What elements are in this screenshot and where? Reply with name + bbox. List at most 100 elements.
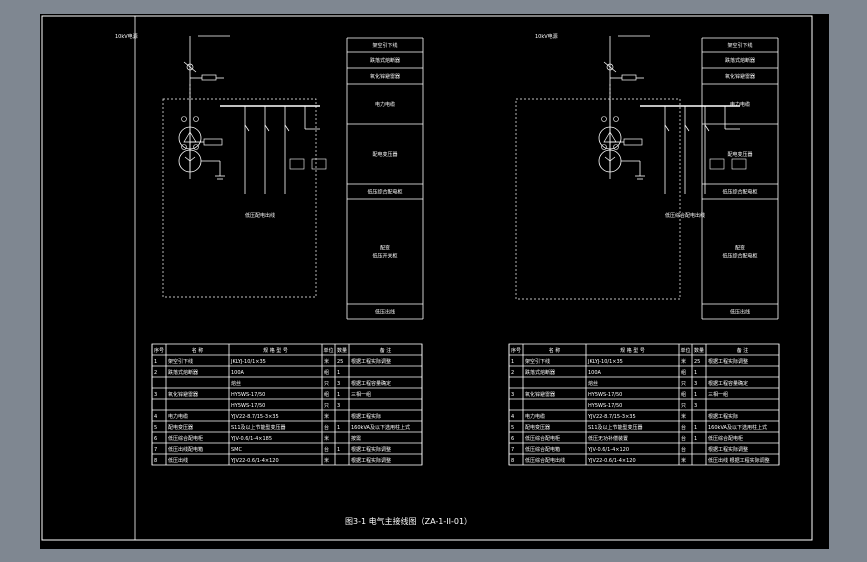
table-cell: 架空引下线 bbox=[525, 358, 550, 365]
table-cell: 7 bbox=[154, 447, 157, 453]
table-cell: 跌落式熔断器 bbox=[525, 369, 555, 376]
equipment-label: 低压出线 bbox=[730, 309, 750, 316]
table-cell: 3 bbox=[337, 381, 340, 387]
right-diagram: 10kV电源低压综合配电出线架空引下线跌落式熔断器氧化锌避雷器电力电缆配电变压器… bbox=[515, 33, 779, 320]
table-cell: 台 bbox=[324, 446, 329, 453]
table-cell: 台 bbox=[681, 446, 686, 453]
table-cell: 组 bbox=[324, 391, 329, 398]
table-header: 备 注 bbox=[737, 347, 749, 354]
equipment-label: 架空引下线 bbox=[372, 42, 397, 49]
label-line: 低压出线 bbox=[375, 309, 395, 316]
label-line: 氧化锌避雷器 bbox=[370, 73, 400, 80]
equipment-label: 低压综合配电柜 bbox=[722, 189, 757, 196]
equipment-label: 低压综合配电柜 bbox=[367, 189, 402, 196]
table-header: 序号 bbox=[154, 347, 164, 354]
table-cell: HY5WS-17/50 bbox=[588, 392, 622, 398]
table-cell: 只 bbox=[324, 403, 329, 409]
meter-symbol bbox=[623, 138, 643, 146]
table-cell: JKLYJ-10/1×35 bbox=[587, 359, 623, 365]
label-line: 配变 bbox=[735, 245, 745, 252]
table-cell: SMC bbox=[231, 447, 242, 453]
table-header: 规 格 型 号 bbox=[620, 347, 645, 354]
wye-winding bbox=[189, 156, 196, 162]
table-cell: 1 bbox=[337, 447, 340, 453]
table-cell: 7 bbox=[511, 447, 514, 453]
table-cell: 低压综合配电出线 bbox=[525, 457, 565, 464]
label-line: 低压综合配电柜 bbox=[367, 189, 402, 196]
equipment-label: 配电变压器 bbox=[727, 151, 752, 158]
table-cell: 米 bbox=[324, 413, 329, 420]
label-line: 配电变压器 bbox=[727, 151, 752, 158]
table-cell: 氧化锌避雷器 bbox=[168, 391, 198, 398]
table-cell: 100A bbox=[231, 370, 245, 376]
table-cell: YJV-0.6/1-4×185 bbox=[230, 436, 272, 442]
table-cell: 低压综合配电柜 bbox=[525, 435, 560, 442]
table-cell: 5 bbox=[511, 425, 514, 431]
wye-winding bbox=[604, 156, 611, 162]
table-cell: 5 bbox=[154, 425, 157, 431]
table-cell: 8 bbox=[154, 458, 157, 464]
table-cell: 4 bbox=[511, 414, 514, 420]
table-cell: 160kVA及以下选用柱上式 bbox=[351, 424, 410, 431]
table-cell: 2 bbox=[511, 370, 514, 376]
table-cell: 根据工程实际 bbox=[708, 413, 738, 420]
fuse-symbol bbox=[183, 61, 197, 73]
ct-symbol bbox=[193, 116, 199, 122]
table-cell: 架空引下线 bbox=[168, 358, 193, 365]
table-cell: 低压无功补偿装置 bbox=[588, 435, 628, 442]
equipment-label: 氧化锌避雷器 bbox=[725, 73, 755, 80]
equipment-label: 配变低压开关柜 bbox=[372, 245, 397, 260]
inner-frame bbox=[134, 15, 813, 541]
table-cell: 熔丝 bbox=[231, 380, 241, 387]
equipment-label: 架空引下线 bbox=[727, 42, 752, 49]
table-cell: YJV22-0.6/1-4×120 bbox=[587, 458, 636, 464]
ct-symbol bbox=[181, 144, 187, 150]
table-header: 备 注 bbox=[380, 347, 392, 354]
table-cell: 电力电缆 bbox=[168, 413, 188, 420]
label-line: 低压出线 bbox=[730, 309, 750, 316]
feeder-switch bbox=[684, 124, 690, 132]
table-cell: 米 bbox=[681, 358, 686, 365]
table-cell: HY5WS-17/50 bbox=[231, 403, 265, 409]
fuse-symbol bbox=[603, 61, 617, 73]
label-line: 跌落式熔断器 bbox=[725, 57, 755, 64]
table-cell: 1 bbox=[154, 359, 157, 365]
table-cell: 台 bbox=[681, 435, 686, 442]
table-header: 序号 bbox=[511, 347, 521, 354]
table-cell: 根据工程实际调整 bbox=[351, 358, 391, 365]
table-cell: YJV-0.6/1-4×120 bbox=[587, 447, 629, 453]
table-cell: 4 bbox=[154, 414, 157, 420]
table-cell: 只 bbox=[681, 381, 686, 387]
label-line: 电力电缆 bbox=[730, 101, 750, 108]
table-cell: 低压出线配电箱 bbox=[168, 446, 203, 453]
table-cell: 根据工程容量确定 bbox=[351, 380, 391, 387]
table-header: 数量 bbox=[694, 347, 704, 354]
table-cell: 组 bbox=[681, 369, 686, 376]
table-cell: 3 bbox=[154, 392, 157, 398]
label-line: 跌落式熔断器 bbox=[370, 57, 400, 64]
bus-label: 低压综合配电出线 bbox=[665, 212, 705, 219]
table-cell: 电力电缆 bbox=[525, 413, 545, 420]
table-cell: 低压综合配电柜 bbox=[708, 435, 743, 442]
table-header: 单位 bbox=[323, 347, 333, 354]
feeder-switch bbox=[284, 124, 290, 132]
table-cell: S11及以上节能型变压器 bbox=[231, 424, 286, 431]
table-cell: 1 bbox=[337, 392, 340, 398]
label-line: 配变 bbox=[380, 245, 390, 252]
table-cell: 根据工程容量确定 bbox=[708, 380, 748, 387]
table-cell: YJV22-0.6/1-4×120 bbox=[230, 458, 279, 464]
equipment-label: 配变低压综合配电柜 bbox=[722, 245, 757, 260]
table-cell: JKLYJ-10/1×35 bbox=[230, 359, 266, 365]
table-cell: 氧化锌避雷器 bbox=[525, 391, 555, 398]
table-cell: 跌落式熔断器 bbox=[168, 369, 198, 376]
table-cell: 3 bbox=[694, 381, 697, 387]
table-cell: 三相一组 bbox=[351, 391, 371, 398]
table-cell: 1 bbox=[694, 392, 697, 398]
feeder-switch bbox=[704, 124, 710, 132]
drawing-caption: 图3-1 电气主接线图（ZA-1-II-01） bbox=[345, 516, 472, 526]
equipment-label: 电力电缆 bbox=[375, 101, 395, 108]
table-cell: 根据工程实际调整 bbox=[351, 457, 391, 464]
table-cell: 6 bbox=[154, 436, 157, 442]
feeder-switch bbox=[244, 124, 250, 132]
